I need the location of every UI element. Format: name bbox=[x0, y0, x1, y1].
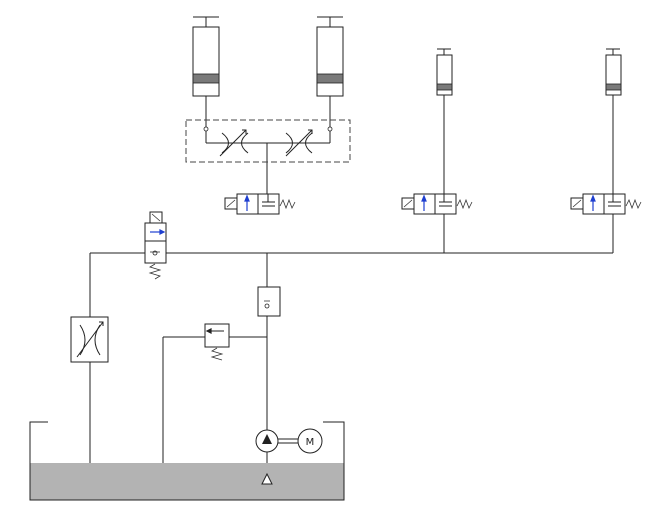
solenoid-check-valve-left bbox=[144, 211, 167, 280]
cylinder-3 bbox=[436, 48, 453, 96]
throttle-right bbox=[285, 129, 313, 157]
hydraulic-fluid bbox=[30, 463, 344, 500]
check-ball-right bbox=[327, 126, 333, 132]
directional-valve-1 bbox=[224, 193, 296, 215]
pump-direction-icon bbox=[262, 434, 272, 444]
return-spring-icon bbox=[625, 198, 642, 210]
variable-throttle bbox=[70, 316, 109, 363]
throttle-left bbox=[219, 129, 249, 157]
check-ball bbox=[264, 303, 270, 309]
cylinder-4 bbox=[605, 48, 622, 96]
check-ball-left bbox=[203, 126, 209, 132]
check-valve-body bbox=[257, 286, 281, 317]
valve-position-b bbox=[603, 193, 626, 215]
cylinder-barrel bbox=[192, 26, 220, 97]
cylinder-barrel bbox=[316, 26, 344, 97]
hydraulic-pump bbox=[255, 429, 298, 474]
directional-valve-3 bbox=[570, 193, 642, 215]
tank-outline bbox=[29, 421, 345, 501]
directional-valve-2 bbox=[401, 193, 473, 215]
return-spring-icon bbox=[279, 198, 296, 210]
suction-filter-icon bbox=[261, 472, 273, 485]
inline-check-valve bbox=[257, 286, 281, 317]
piston bbox=[436, 83, 453, 91]
adjust-arrow bbox=[285, 129, 313, 157]
pressure-relief-valve bbox=[204, 323, 230, 361]
relief-spring-icon bbox=[210, 347, 224, 361]
component-group-boundary bbox=[185, 119, 351, 163]
adjust-arrow bbox=[219, 129, 247, 157]
oil-tank bbox=[29, 421, 345, 501]
piston bbox=[316, 73, 344, 84]
piston bbox=[192, 73, 220, 84]
piston bbox=[605, 83, 622, 91]
valve-position-b bbox=[434, 193, 457, 215]
adjust-arrow bbox=[76, 321, 104, 358]
motor-label: M bbox=[306, 437, 315, 448]
relief-valve-body bbox=[204, 323, 230, 348]
return-spring-icon bbox=[148, 263, 162, 280]
cylinder-1 bbox=[192, 16, 220, 128]
cylinder-2 bbox=[316, 16, 344, 128]
return-spring-icon bbox=[456, 198, 473, 210]
electric-motor: M bbox=[297, 428, 323, 454]
pipe-network bbox=[89, 95, 614, 475]
motor-circle bbox=[297, 428, 323, 454]
dual-throttle-check-valve bbox=[185, 119, 351, 163]
